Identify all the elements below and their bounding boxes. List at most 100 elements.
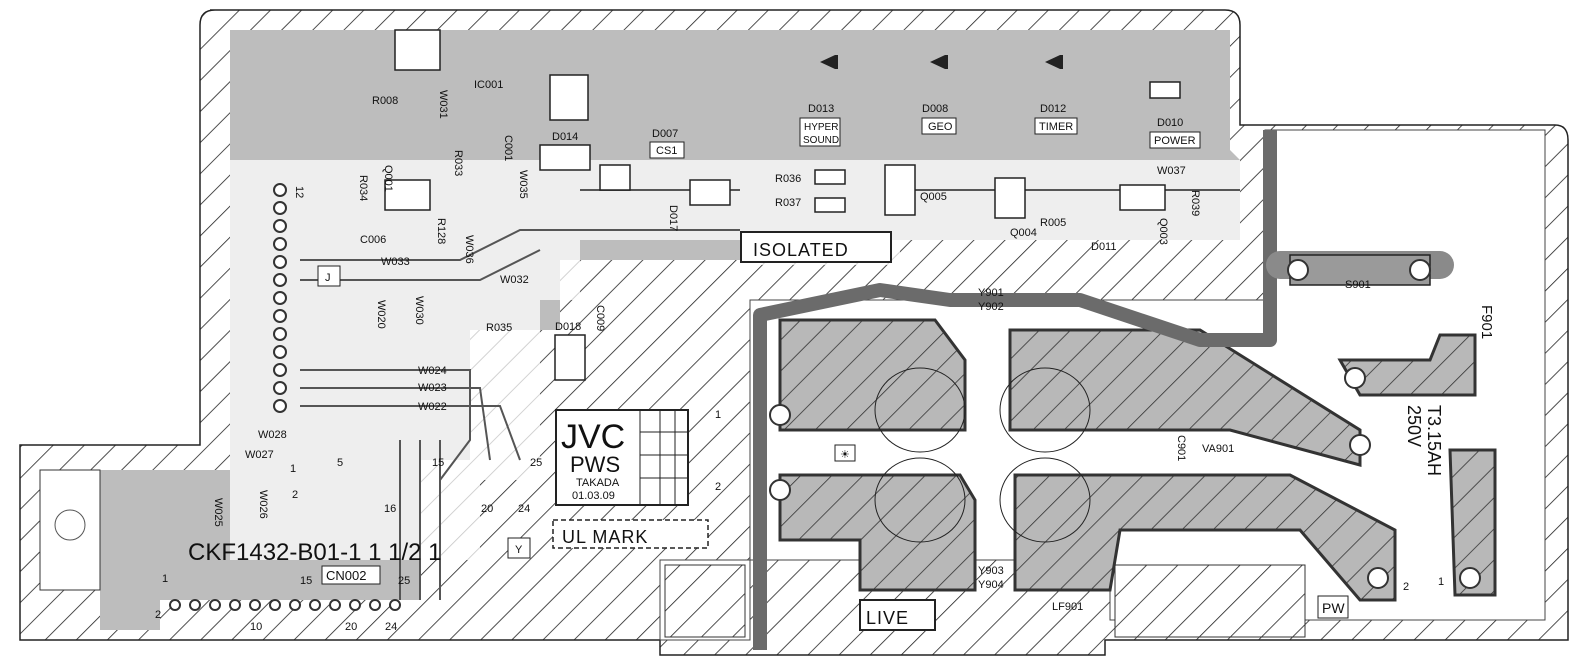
brand-date: 01.03.09 — [572, 490, 615, 502]
pin-5: 5 — [337, 457, 343, 469]
ref-q005: Q005 — [920, 191, 947, 203]
hyper-sound-box — [799, 117, 841, 147]
ref-s901: S901 — [1345, 279, 1371, 291]
fuse-rating-line1: T3.15AH — [1424, 405, 1444, 476]
timer-label: TIMER — [1039, 121, 1073, 133]
ref-r035: R035 — [486, 322, 512, 334]
ref-q001: Q001 — [382, 165, 394, 192]
ref-d012: D012 — [1040, 103, 1066, 115]
ref-d011: D011 — [1091, 241, 1116, 253]
ref-y902: Y902 — [978, 301, 1004, 313]
ref-c006: C006 — [360, 234, 386, 246]
pin-1a: 1 — [290, 463, 296, 475]
j-label: J — [325, 272, 331, 284]
header-pins — [273, 183, 287, 413]
pw-box — [1317, 595, 1349, 619]
brand-maker: TAKADA — [576, 477, 620, 489]
ref-w032: W032 — [500, 274, 529, 286]
ref-lf901: LF901 — [1052, 601, 1083, 613]
pin-1d: 1 — [1438, 576, 1444, 588]
pin-25a: 25 — [530, 457, 542, 469]
live-copper-2 — [1008, 328, 1362, 467]
j-box — [317, 265, 341, 287]
hyper-label-2: SOUND — [803, 135, 839, 146]
ref-q003: Q003 — [1157, 218, 1169, 245]
components — [384, 29, 1431, 381]
mounting-hole — [54, 509, 86, 541]
ref-d008: D008 — [922, 103, 948, 115]
hyper-label-1: HYPER — [804, 122, 838, 133]
cn002-box — [321, 565, 381, 585]
ref-r005: R005 — [1040, 217, 1066, 229]
ul-mark-label: UL MARK — [562, 527, 648, 547]
ref-c009: C009 — [594, 305, 606, 331]
ref-d007: D007 — [652, 128, 678, 140]
ref-y904: Y904 — [978, 579, 1004, 591]
sun-icon — [834, 444, 856, 462]
ref-w030: W030 — [413, 296, 425, 325]
geo-box — [921, 117, 957, 135]
fuse-copper — [1337, 333, 1477, 397]
ref-w036: W036 — [463, 235, 475, 264]
pin-25b: 25 — [398, 575, 410, 587]
ref-w023: W023 — [418, 382, 447, 394]
pin-15b: 15 — [300, 575, 312, 587]
pin-20: 20 — [481, 503, 493, 515]
ref-d017: D017 — [667, 205, 679, 231]
live-copper-3 — [778, 473, 977, 592]
pin-12: 12 — [293, 186, 305, 198]
ref-w028: W028 — [258, 429, 287, 441]
pcb-number: CKF1432-B01-1 1 1/2 1 — [188, 539, 442, 566]
pin-numbers: 1 2 5 15 25 16 20 24 1 2 15 25 10 20 24 … — [155, 186, 1444, 633]
ref-w020: W020 — [375, 300, 387, 329]
pin-2b: 2 — [155, 609, 161, 621]
ref-w022: W022 — [418, 401, 447, 413]
pin-1c: 1 — [715, 409, 721, 421]
pw-label: PW — [1322, 600, 1345, 616]
ref-d010: D010 — [1157, 117, 1183, 129]
power-label: POWER — [1154, 135, 1196, 147]
pin-2d: 2 — [1403, 581, 1409, 593]
pin-2a: 2 — [292, 489, 298, 501]
cs1-box — [649, 141, 685, 159]
pin-24a: 24 — [518, 503, 530, 515]
isolated-label: ISOLATED — [753, 240, 849, 260]
ref-c901: C901 — [1175, 435, 1187, 461]
ref-d014: D014 — [552, 131, 578, 143]
ref-d018: D018 — [555, 321, 581, 333]
connector-pads — [169, 599, 401, 611]
lower-window-2 — [1114, 564, 1306, 638]
isolated-box — [740, 231, 892, 263]
line-filter-coils — [874, 367, 1091, 543]
pin-20b: 20 — [345, 621, 357, 633]
ref-d013: D013 — [808, 103, 834, 115]
signal-area — [230, 160, 1240, 560]
component-refs: D013 D008 D012 D010 D007 D014 D011 D018 … — [212, 79, 1371, 613]
ref-r034: R034 — [357, 175, 369, 201]
led-diodes — [820, 55, 1063, 69]
ref-ic001: IC001 — [474, 79, 503, 91]
ref-w037: W037 — [1157, 165, 1186, 177]
y-label: Y — [515, 544, 523, 556]
ref-w031: W031 — [437, 90, 449, 119]
ref-w024: W024 — [418, 365, 447, 377]
ul-mark-box — [552, 519, 709, 549]
pin-10: 10 — [250, 621, 262, 633]
ref-r037: R037 — [775, 197, 801, 209]
brand-logo: JVC — [561, 418, 625, 456]
ref-q004: Q004 — [1010, 227, 1037, 239]
ref-va901: VA901 — [1202, 443, 1234, 455]
ref-r008: R008 — [372, 95, 398, 107]
isolation-barrier — [753, 130, 1277, 650]
pin-16: 16 — [384, 503, 396, 515]
ref-r033: R033 — [452, 150, 464, 176]
power-box — [1149, 131, 1201, 149]
y-box — [507, 537, 531, 559]
cn002-label: CN002 — [326, 568, 366, 583]
ref-c001: C001 — [502, 135, 514, 161]
ref-y903: Y903 — [978, 565, 1004, 577]
ref-w033: W033 — [381, 256, 410, 268]
live-box — [859, 599, 936, 631]
sun-icon-glyph: ☀ — [840, 449, 850, 461]
